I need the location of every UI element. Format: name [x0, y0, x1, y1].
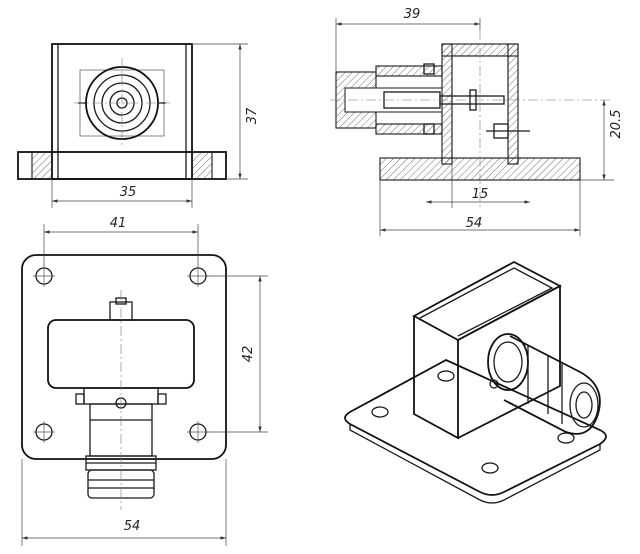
- dim-section-length: 39: [404, 7, 421, 22]
- dim-plan-hole-spacing-x: 41: [110, 216, 127, 231]
- front-view: [17, 43, 248, 208]
- dim-section-center-height: 20.5: [609, 110, 624, 139]
- plan-view: [21, 224, 268, 546]
- section-view: [330, 18, 614, 236]
- dim-plan-width: 54: [124, 519, 141, 534]
- isometric-view: [344, 260, 607, 504]
- dim-front-width: 35: [120, 185, 137, 200]
- dim-section-inner: 15: [472, 187, 489, 202]
- dim-front-height: 37: [245, 107, 260, 124]
- dim-section-total: 54: [466, 216, 483, 231]
- dim-plan-hole-spacing-y: 42: [241, 346, 256, 363]
